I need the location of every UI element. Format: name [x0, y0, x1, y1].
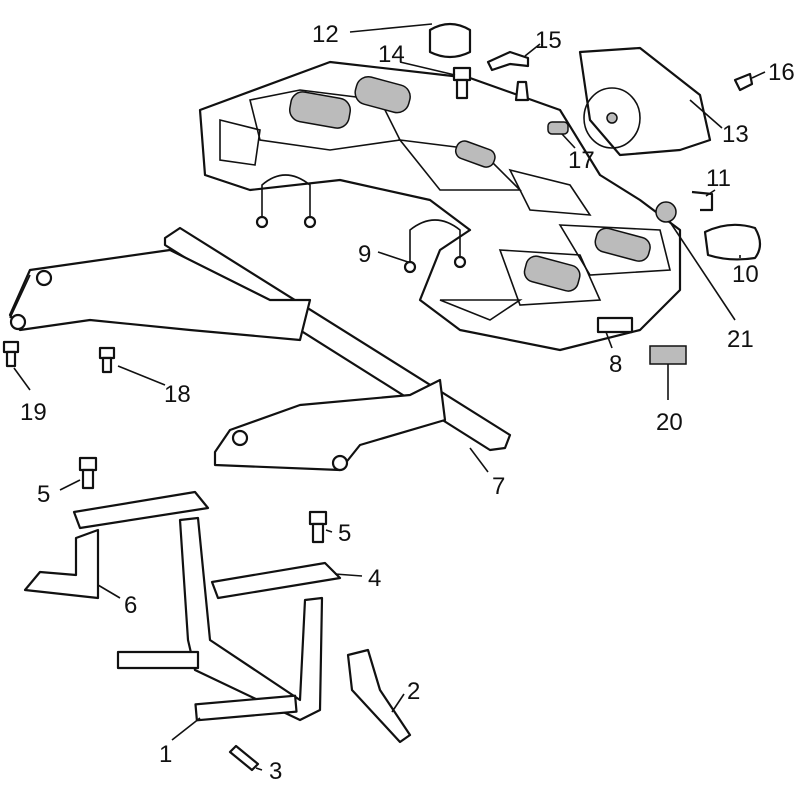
callout-16: 16 [768, 59, 795, 86]
callout-labels: 12 14 15 16 13 17 11 9 10 21 8 20 19 18 … [20, 21, 795, 785]
callout-10: 10 [732, 261, 759, 288]
callout-19: 19 [20, 399, 47, 426]
part-9-u-bolts [255, 174, 467, 274]
callout-20: 20 [656, 409, 683, 436]
callout-6: 6 [124, 592, 137, 619]
callout-14: 14 [378, 41, 405, 68]
part-17-clip [547, 121, 569, 135]
part-5-bolt-a [78, 456, 98, 490]
part-14-bolt [452, 66, 472, 100]
callout-8: 8 [609, 351, 622, 378]
callout-17: 17 [568, 147, 595, 174]
leader-lines [13, 23, 766, 771]
part-7-frame [8, 226, 512, 472]
callout-4: 4 [368, 565, 381, 592]
callout-12: 12 [312, 21, 339, 48]
part-11-bracket [691, 190, 714, 212]
part-18-bolt [98, 346, 116, 374]
part-1-tine-frame [116, 516, 324, 722]
part-13-wheel-cover [578, 46, 712, 157]
part-21-grommet [655, 201, 677, 223]
callout-13: 13 [722, 121, 749, 148]
callout-15: 15 [535, 27, 562, 54]
callout-11: 11 [706, 165, 731, 192]
callout-7: 7 [492, 473, 505, 500]
part-19-bolt [2, 340, 20, 368]
part-12-lamp [428, 22, 472, 59]
part-20-plate [649, 345, 687, 365]
part-5-bolt-b [308, 510, 328, 544]
part-blade-upper [72, 490, 210, 530]
callout-1: 1 [159, 741, 172, 768]
callout-5b: 5 [338, 520, 351, 547]
part-10-lamp [703, 223, 762, 261]
part-15-plug [514, 80, 530, 102]
callout-2: 2 [407, 678, 420, 705]
part-3-bolt [228, 744, 260, 772]
part-6-bracket [23, 528, 100, 600]
part-4-blade [210, 561, 342, 600]
part-15-bracket [486, 50, 530, 72]
callout-9: 9 [358, 241, 371, 268]
callout-3: 3 [269, 758, 282, 785]
callout-18: 18 [164, 381, 191, 408]
part-2-bracket [346, 648, 412, 744]
part-16-screw [733, 72, 754, 92]
callout-5a: 5 [37, 481, 50, 508]
callout-21: 21 [727, 326, 754, 353]
